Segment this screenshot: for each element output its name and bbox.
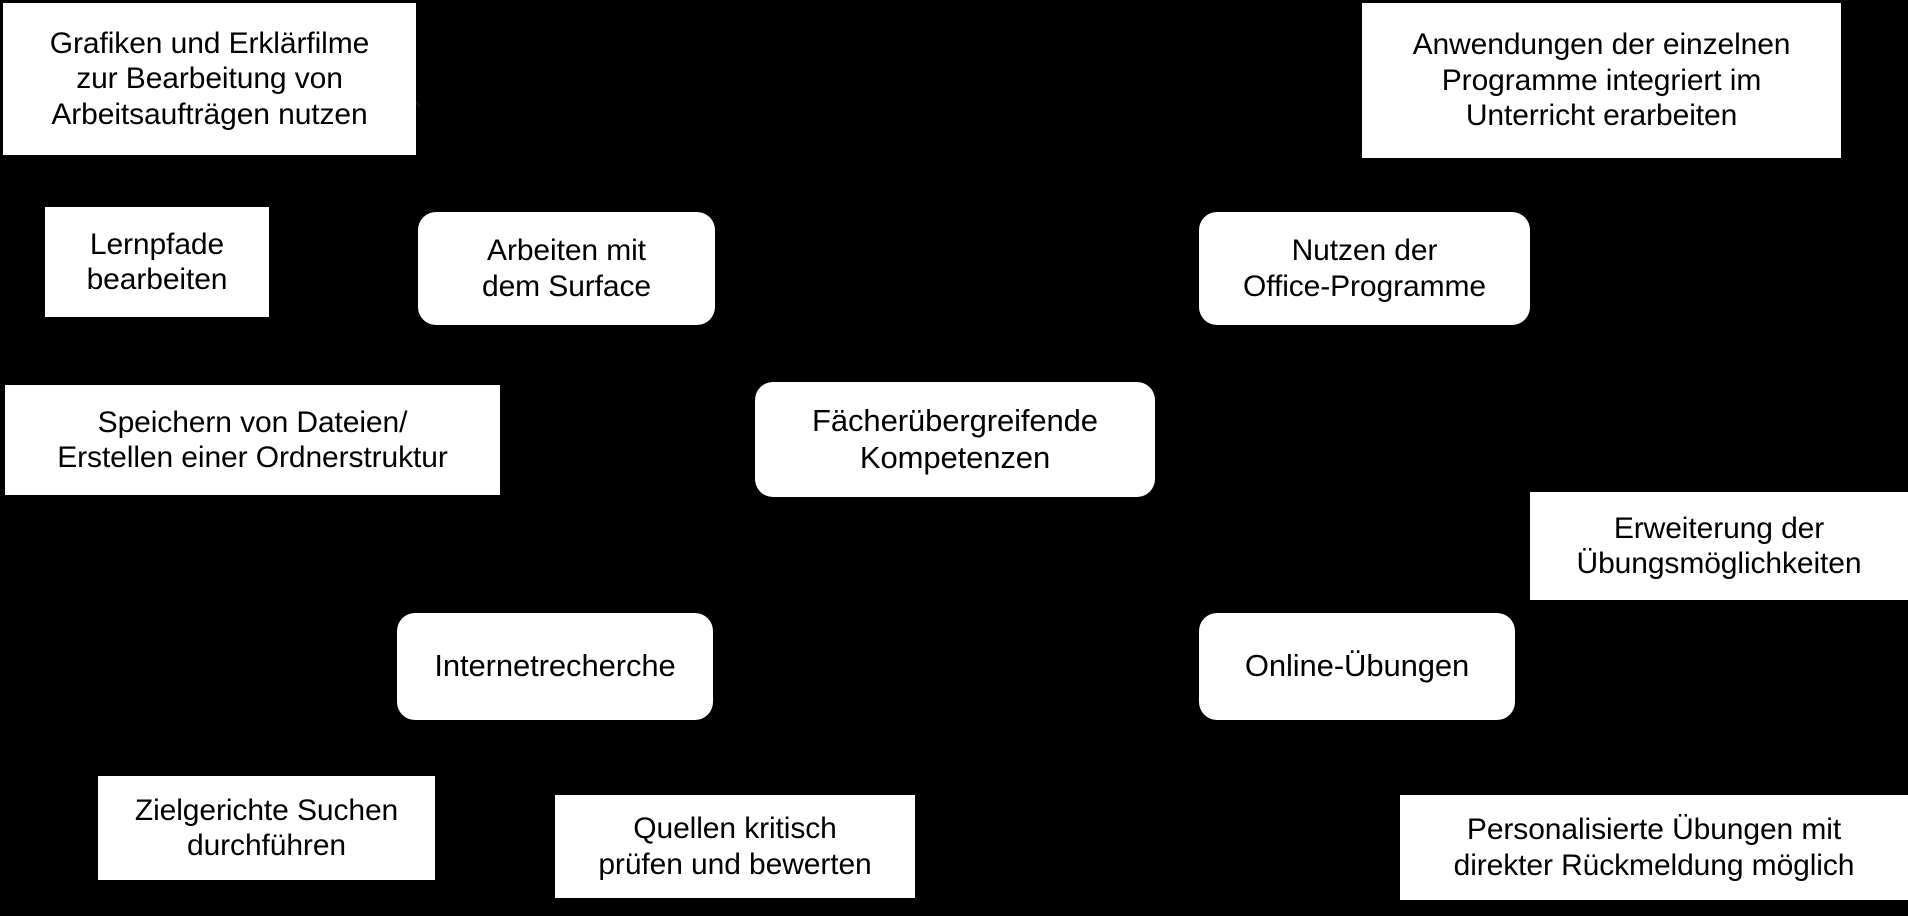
node-anwendungen-einzelnen-programme[interactable]: Anwendungen der einzelnen Programme inte… <box>1362 3 1841 158</box>
node-quellen-kritisch-pruefen[interactable]: Quellen kritisch prüfen und bewerten <box>555 795 915 898</box>
node-internetrecherche[interactable]: Internetrecherche <box>397 613 713 720</box>
node-lernpfade-bearbeiten[interactable]: Lernpfade bearbeiten <box>45 207 269 317</box>
node-nutzen-der-office-programme[interactable]: Nutzen der Office-Programme <box>1199 212 1530 325</box>
node-erweiterung-der-uebungsmoeglichkeiten[interactable]: Erweiterung der Übungsmöglichkeiten <box>1530 492 1908 600</box>
node-arbeiten-mit-dem-surface[interactable]: Arbeiten mit dem Surface <box>418 212 715 325</box>
node-online-uebungen[interactable]: Online-Übungen <box>1199 613 1515 720</box>
node-personalisierte-uebungen[interactable]: Personalisierte Übungen mit direkter Rüc… <box>1400 795 1908 900</box>
node-zielgerichte-suchen[interactable]: Zielgerichte Suchen durchführen <box>98 776 435 880</box>
node-grafiken-erklaerfilme[interactable]: Grafiken und Erklärfilme zur Bearbeitung… <box>3 3 416 155</box>
node-faecheruebergreifende-kompetenzen[interactable]: Fächerübergreifende Kompetenzen <box>755 382 1155 497</box>
node-speichern-von-dateien[interactable]: Speichern von Dateien/ Erstellen einer O… <box>5 385 500 495</box>
